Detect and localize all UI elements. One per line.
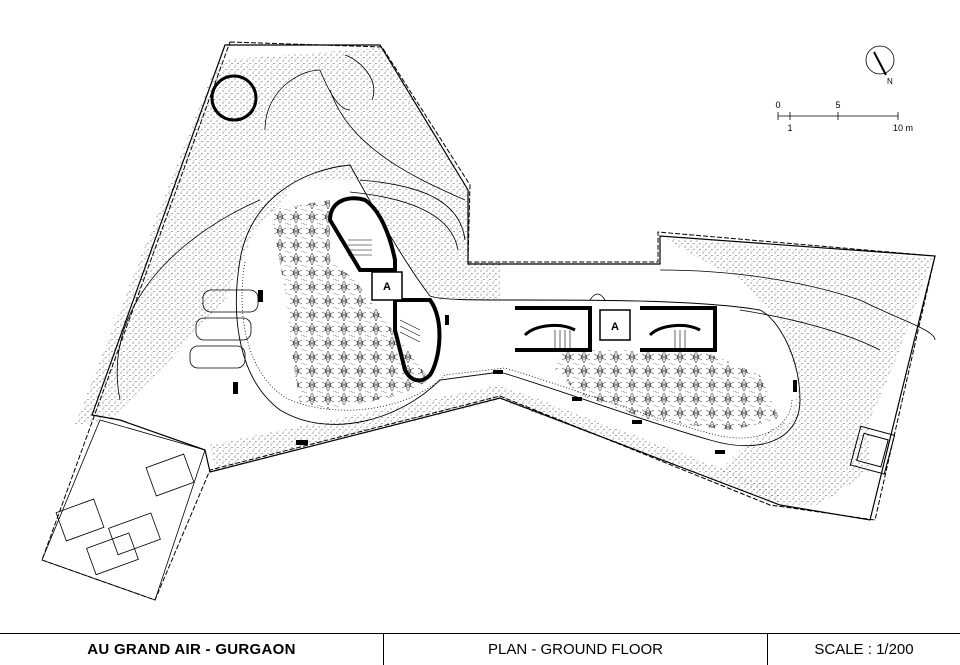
- north-label: N: [887, 77, 893, 86]
- terrace-outline: [91, 44, 936, 521]
- service-block: [41, 419, 206, 601]
- east-core: A: [515, 293, 717, 352]
- gate-arc-2: [319, 69, 351, 111]
- scale-tick-5: 5: [835, 100, 840, 110]
- guard-post-door: [214, 107, 255, 122]
- scale-tick-0: 0: [775, 100, 780, 110]
- gate-arc-1: [264, 69, 321, 131]
- driveway-curve-4: [344, 54, 375, 101]
- lift-label-east: A: [611, 321, 619, 333]
- project-title: AU GRAND AIR - GURGAON: [0, 634, 384, 665]
- hardscape-stipple-west: [75, 48, 500, 425]
- driveway-curve-3: [329, 89, 466, 201]
- site-boundary: [41, 41, 936, 601]
- title-block: AU GRAND AIR - GURGAON PLAN - GROUND FLO…: [0, 633, 960, 665]
- guard-post: [210, 74, 258, 122]
- lawn-curve-east-2: [739, 309, 881, 351]
- ground-floor-plan: A A: [41, 41, 936, 601]
- patterned-paving-east: [555, 350, 780, 430]
- scale-bar: 0 5 1 10 m: [775, 100, 913, 133]
- lawn-curve-west: [116, 199, 261, 401]
- scale-tick-10: 10 m: [893, 123, 913, 133]
- courtyard-outline: [235, 164, 801, 447]
- lawn-curve-east: [659, 269, 936, 341]
- driveway-curve-2: [349, 191, 459, 251]
- west-core: A: [327, 196, 442, 383]
- pavilion-east: [849, 425, 896, 475]
- lift-label-west: A: [383, 281, 391, 293]
- driveway-curve-1: [359, 179, 466, 241]
- perimeter-columns: [233, 290, 797, 454]
- scale-tick-1: 1: [787, 123, 792, 133]
- drawing-title: PLAN - GROUND FLOOR: [384, 634, 768, 665]
- drawing-scale: SCALE : 1/200: [814, 641, 914, 658]
- north-arrow: N: [865, 45, 895, 86]
- patterned-paving-west: [270, 200, 430, 410]
